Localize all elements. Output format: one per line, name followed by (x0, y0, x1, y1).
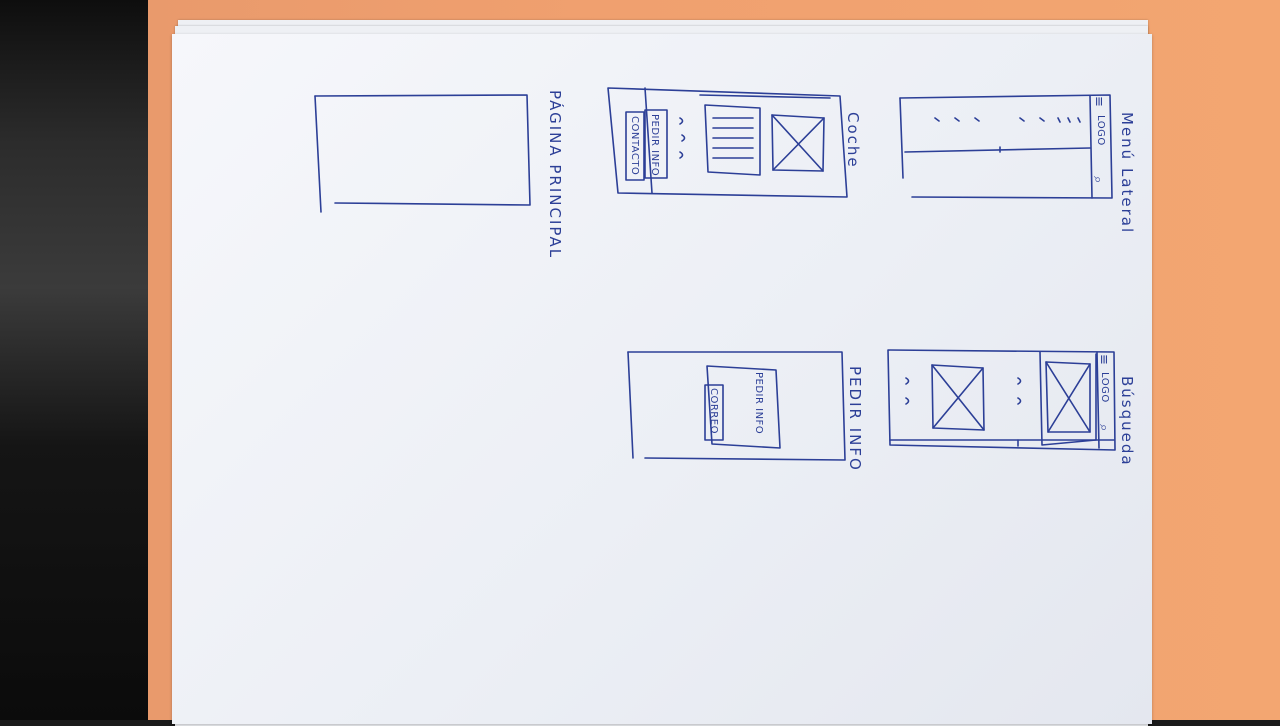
label-pagina-principal: PÁGINA PRINCIPAL (546, 90, 565, 259)
menu-icon-2: ≡ (1096, 354, 1111, 366)
wireframe-menu-lateral: ≡ LOGO ⌕ Menú Lateral (899, 94, 1136, 234)
label-menu-lateral: Menú Lateral (1118, 112, 1136, 234)
btn-pedir-info-2: PEDIR INFO (753, 372, 764, 434)
paper-sheet (172, 34, 1152, 724)
label-coche: Coche (844, 112, 862, 169)
wireframe-pagina-principal: PÁGINA PRINCIPAL (314, 90, 565, 259)
wireframe-coche: PEDIR INFO CONTACTO Coche (607, 87, 862, 198)
logo-label-busqueda: LOGO (1099, 372, 1110, 403)
btn-pedir-info: PEDIR INFO (649, 114, 660, 176)
label-busqueda: Búsqueda (1118, 376, 1136, 467)
search-icon: ⌕ (1090, 176, 1105, 184)
btn-correo: CORREO (708, 388, 719, 434)
dark-background (0, 0, 175, 720)
wireframe-busqueda: ≡ LOGO ⌕ Búsqueda (887, 349, 1136, 467)
btn-contacto: CONTACTO (629, 116, 640, 175)
label-pedir-info: PEDIR INFO (846, 366, 864, 472)
menu-icon: ≡ (1091, 96, 1106, 108)
logo-label-menu: LOGO (1095, 115, 1106, 146)
search-icon-2: ⌕ (1096, 424, 1111, 432)
wireframe-pedir-info: PEDIR INFO CORREO PEDIR INFO (627, 351, 864, 472)
